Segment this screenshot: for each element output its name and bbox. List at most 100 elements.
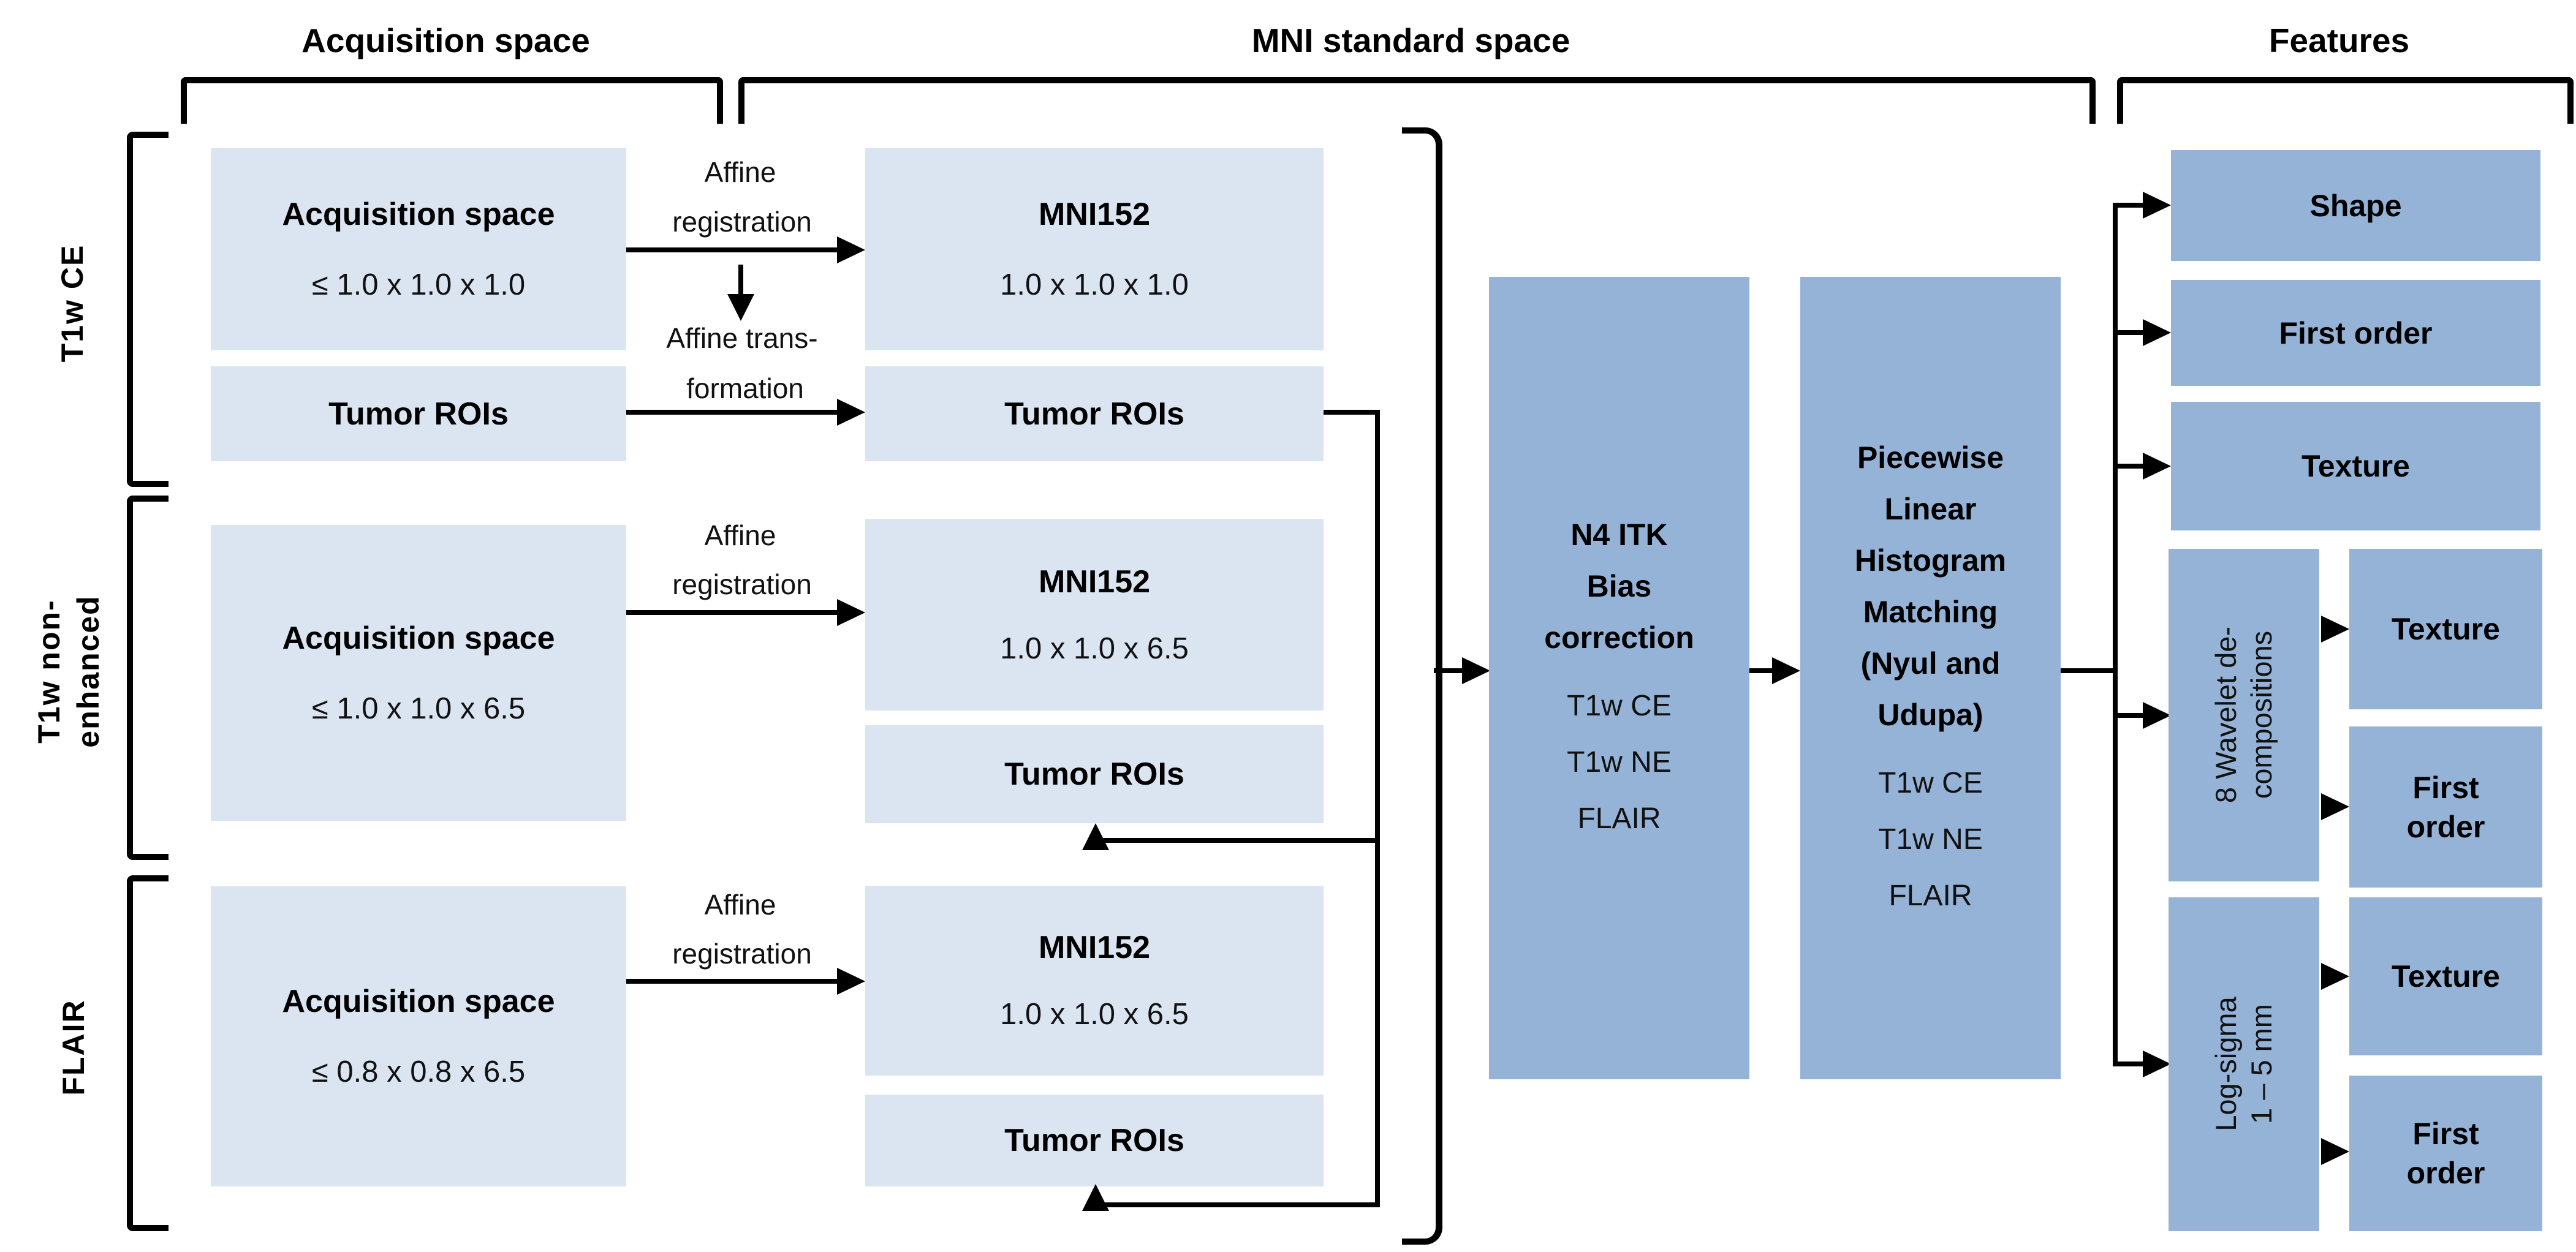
arrow-line-registration-t1wne (626, 610, 838, 615)
bracket-mni-column (738, 77, 2096, 124)
arrow-right-icon (2143, 453, 2171, 480)
box-value: 1.0 x 1.0 x 6.5 (1000, 632, 1189, 665)
box-title: Tumor ROIs (1004, 756, 1184, 792)
n4-title-block: N4 ITK Bias correction (1544, 509, 1694, 663)
box-input-line: T1w CE (1567, 690, 1672, 722)
bracket-t1wne-row (127, 496, 169, 860)
affine-transformation-label-line2: formation (686, 372, 804, 404)
box-value: ≤ 1.0 x 1.0 x 1.0 (311, 268, 526, 301)
box-title-line: Udupa) (1877, 698, 1983, 732)
feature-label-line: order (2406, 809, 2485, 844)
box-value: ≤ 1.0 x 1.0 x 6.5 (311, 692, 526, 725)
row-label-line: T1w CE (55, 244, 89, 363)
feature-label: Texture (2301, 449, 2410, 483)
box-title: Tumor ROIs (328, 396, 509, 432)
feature-label-line: First (2412, 1117, 2479, 1151)
box-value: ≤ 0.8 x 0.8 x 6.5 (311, 1055, 526, 1088)
arrow-right-icon (2143, 702, 2171, 729)
connector-tumor-vertical (1375, 410, 1380, 1207)
box-title: MNI152 (1038, 564, 1151, 600)
arrow-right-icon (2143, 192, 2171, 219)
wavelet-label-line: compositions (2245, 630, 2278, 799)
affine-registration-label-line2-flair: registration (672, 938, 812, 970)
arrow-right-icon (2321, 616, 2349, 643)
affine-registration-label-line1-t1wce: Affine (704, 156, 776, 188)
log-sigma-box: Log-sigma 1 – 5 mm (2169, 897, 2319, 1231)
arrow-right-icon (837, 599, 865, 626)
feature-label: Texture (2392, 959, 2500, 994)
box-value: 1.0 x 1.0 x 6.5 (1000, 998, 1189, 1031)
affine-transformation-label-line1: Affine trans- (666, 322, 818, 354)
texture-feature-box: Texture (2171, 402, 2540, 530)
histogram-matching-box: Piecewise Linear Histogram Matching (Nyu… (1800, 277, 2061, 1079)
header-mni-standard-space: MNI standard space (1251, 21, 1570, 59)
bracket-acquisition-column (181, 77, 723, 124)
box-title-line: Piecewise (1857, 440, 2004, 475)
n4-inputs-block: T1w CE T1w NE FLAIR (1567, 678, 1672, 847)
box-title-line: Linear (1884, 492, 1977, 526)
arrow-right-icon (1772, 657, 1800, 684)
bracket-flair-row (127, 875, 169, 1231)
feature-label-line: First (2412, 770, 2479, 805)
wavelet-decomposition-box: 8 Wavelet de- compositions (2169, 549, 2319, 881)
feature-label: Shape (2309, 188, 2402, 223)
connector-stub-texture (2115, 464, 2147, 469)
bracket-t1wce-row (127, 132, 169, 487)
connector-stub-shape (2115, 203, 2147, 208)
arrow-line-mni-to-n4 (1434, 668, 1464, 673)
histogram-title-block: Piecewise Linear Histogram Matching (Nyu… (1855, 432, 2006, 741)
box-title: Acquisition space (282, 197, 555, 232)
box-title: Tumor ROIs (1004, 396, 1184, 432)
log-sigma-texture-box: Texture (2349, 897, 2542, 1055)
tumor-rois-box-mni-t1wne: Tumor ROIs (865, 725, 1324, 823)
box-title-line: N4 ITK (1570, 518, 1668, 552)
arrow-up-icon (1082, 1184, 1109, 1211)
arrow-line-transform-down (738, 265, 743, 295)
acquisition-space-box-t1wce: Acquisition space ≤ 1.0 x 1.0 x 1.0 (211, 148, 626, 350)
arrow-line-registration-t1wce (626, 247, 838, 252)
arrow-line-n4-to-histogram (1749, 668, 1776, 673)
arrow-right-icon (1462, 657, 1490, 684)
box-input-line: T1w NE (1878, 823, 1983, 856)
wavelet-texture-box: Texture (2349, 549, 2542, 709)
arrow-up-icon (1082, 823, 1109, 850)
box-input-line: T1w NE (1567, 746, 1672, 779)
box-title: Acquisition space (282, 620, 555, 656)
tumor-rois-box-mni-t1wce: Tumor ROIs (865, 366, 1324, 461)
log-sigma-label-line: Log-sigma (2210, 997, 2242, 1131)
feature-label: First order (2279, 315, 2433, 350)
feature-label: Texture (2392, 612, 2500, 646)
box-title: MNI152 (1038, 930, 1151, 965)
box-input-line: T1w CE (1878, 767, 1983, 799)
connector-stub-first-order (2115, 330, 2147, 335)
wavelet-label-line: 8 Wavelet de- (2210, 626, 2242, 804)
acquisition-space-box-flair: Acquisition space ≤ 0.8 x 0.8 x 6.5 (211, 886, 626, 1186)
bracket-mni-group (1402, 127, 1442, 1245)
box-input-line: FLAIR (1888, 880, 1972, 912)
mni152-box-t1wce: MNI152 1.0 x 1.0 x 1.0 (865, 148, 1324, 350)
box-title-line: (Nyul and (1860, 646, 2001, 681)
affine-registration-label-line1-flair: Affine (704, 889, 776, 921)
connector-stub-logsigma (2115, 1062, 2147, 1066)
arrow-right-icon (837, 399, 865, 426)
mni152-box-t1wne: MNI152 1.0 x 1.0 x 6.5 (865, 519, 1324, 711)
connector-tumor-branch-t1wne (1096, 838, 1380, 843)
box-title-line: correction (1544, 620, 1694, 655)
shape-feature-box: Shape (2171, 150, 2540, 261)
row-label-line: enhanced (71, 595, 105, 748)
arrow-right-icon (2143, 1050, 2171, 1077)
histogram-inputs-block: T1w CE T1w NE FLAIR (1878, 755, 1983, 924)
header-features: Features (2268, 21, 2410, 59)
connector-tumor-out (1324, 410, 1380, 415)
row-label-line: FLAIR (56, 999, 91, 1096)
arrow-down-icon (727, 294, 754, 321)
arrow-right-icon (837, 968, 865, 995)
box-title-line: Histogram (1854, 543, 2007, 578)
box-title-line: Matching (1863, 595, 1998, 629)
connector-stub-wavelet (2115, 713, 2147, 718)
arrow-right-icon (2321, 793, 2349, 820)
box-title: Acquisition space (282, 984, 555, 1019)
connector-tumor-branch-flair (1096, 1202, 1380, 1207)
log-sigma-label-line: 1 – 5 mm (2245, 1004, 2278, 1124)
